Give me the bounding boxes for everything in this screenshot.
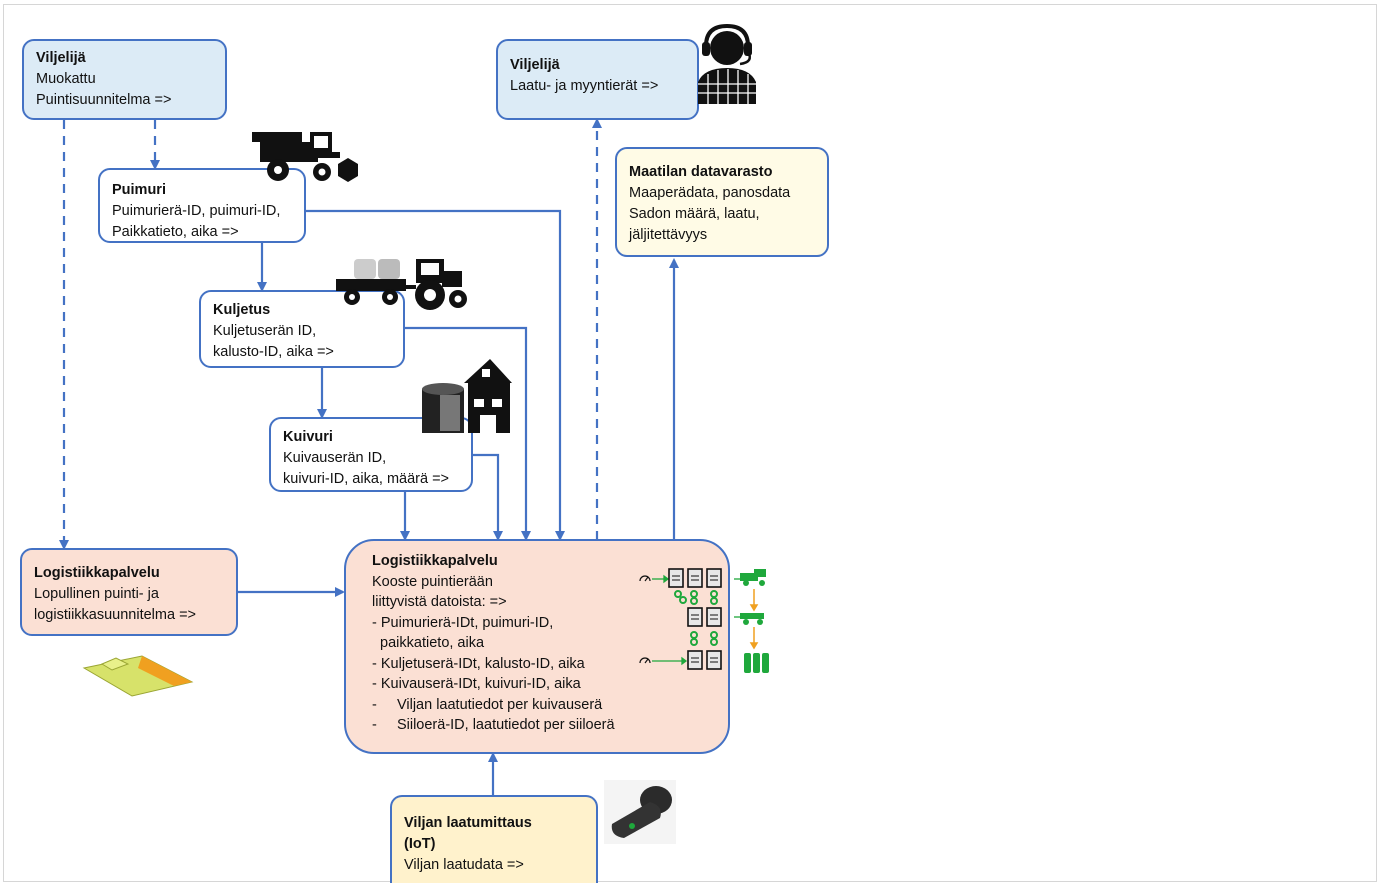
- farm-store-title: Maatilan datavarasto: [629, 164, 773, 180]
- farmer-lots-box: Viljelijä Laatu- ja myyntierät =>: [496, 39, 699, 120]
- logistics-main-line: - Puimurierä-IDt, puimuri-ID,: [372, 614, 554, 631]
- farmer-lots-line: Laatu- ja myyntierät =>: [510, 78, 659, 94]
- farm-store-line: Maaperädata, panosdata: [629, 185, 791, 201]
- tractor-trailer-icon: [336, 259, 467, 310]
- dryer-line: kuivuri-ID, aika, määrä =>: [283, 471, 450, 487]
- logistics-main-line: - Siiloerä-ID, laatutiedot per siiloerä: [372, 717, 615, 733]
- logistics-left-line: Lopullinen puinti- ja: [34, 586, 159, 602]
- farmer-plan-line: Muokattu: [36, 71, 96, 87]
- logistics-main-line: Kooste puintierään: [372, 573, 493, 590]
- logistics-main-box: Logistiikkapalvelu Kooste puintierään li…: [344, 539, 730, 754]
- logistics-left-line: logistiikkasuunnitelma =>: [34, 607, 197, 623]
- transport-line: kalusto-ID, aika =>: [213, 344, 334, 360]
- traceability-chain-icon: [639, 568, 769, 673]
- combine-harvester-icon: [252, 132, 358, 182]
- farm-store-box: Maatilan datavarasto Maaperädata, panosd…: [615, 147, 829, 257]
- logistics-left-title: Logistiikkapalvelu: [34, 565, 160, 581]
- transport-title: Kuljetus: [213, 302, 271, 318]
- farm-barn-silo-icon: [422, 359, 512, 433]
- logistics-left-box: Logistiikkapalvelu Lopullinen puinti- ja…: [20, 548, 238, 636]
- quality-sensor-device-icon: [604, 780, 676, 844]
- farmer-headset-icon: [698, 23, 756, 104]
- quality-line: Viljan laatudata =>: [404, 857, 524, 873]
- field-map-icon: [82, 655, 194, 697]
- arrow-combine-to-logistics: [306, 209, 565, 541]
- logistics-main-line: - Viljan laatutiedot per kuivauserä: [372, 696, 603, 713]
- dryer-line: Kuivauserän ID,: [283, 450, 387, 466]
- farmer-lots-title: Viljelijä: [510, 57, 560, 73]
- farm-store-line: Sadon määrä, laatu,: [629, 206, 760, 222]
- dryer-box: Kuivuri Kuivauserän ID, kuivuri-ID, aika…: [269, 417, 473, 492]
- combine-title: Puimuri: [112, 182, 166, 198]
- logistics-main-line: paikkatieto, aika: [372, 635, 485, 651]
- diagram-frame: [3, 4, 1377, 882]
- dryer-title: Kuivuri: [283, 429, 333, 445]
- logistics-main-line: - Kuivauserä-IDt, kuivuri-ID, aika: [372, 676, 581, 692]
- combine-line: Puimurierä-ID, puimuri-ID,: [112, 203, 281, 219]
- logistics-main-line: - Kuljetuserä-IDt, kalusto-ID, aika: [372, 655, 585, 672]
- combine-box: Puimuri Puimurierä-ID, puimuri-ID, Paikk…: [98, 168, 306, 243]
- arrow-dryer-to-logistics-b: [472, 453, 503, 541]
- transport-line: Kuljetuserän ID,: [213, 323, 317, 339]
- farmer-plan-line: Puintisuunnitelma =>: [36, 92, 172, 108]
- farmer-plan-box: Viljelijä Muokattu Puintisuunnitelma =>: [22, 39, 227, 120]
- arrow-transport-to-logistics: [404, 326, 531, 541]
- quality-title: Viljan laatumittaus: [404, 815, 532, 831]
- farmer-plan-title: Viljelijä: [36, 50, 86, 66]
- combine-line: Paikkatieto, aika =>: [112, 224, 239, 240]
- quality-title-2: (IoT): [404, 836, 436, 852]
- logistics-main-line: liittyvistä datoista: =>: [372, 594, 507, 610]
- logistics-main-title: Logistiikkapalvelu: [372, 553, 498, 569]
- quality-box: Viljan laatumittaus (IoT) Viljan laatuda…: [390, 795, 598, 883]
- farm-store-line: jäljitettävyys: [629, 227, 708, 243]
- transport-box: Kuljetus Kuljetuserän ID, kalusto-ID, ai…: [199, 290, 405, 368]
